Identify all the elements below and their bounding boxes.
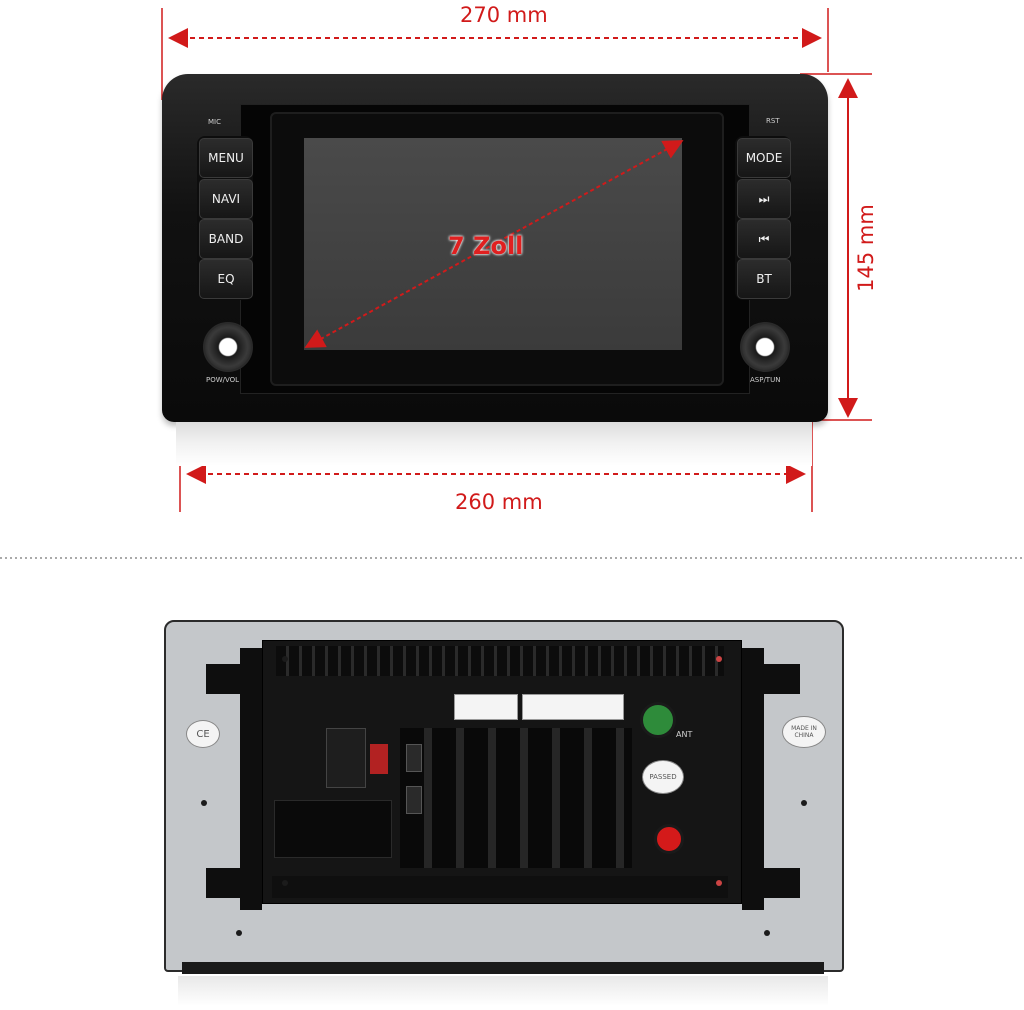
screw [801,800,807,806]
diagonal-label: 7 Zoll [448,232,524,260]
right-bracket [742,648,764,910]
screw [282,656,288,662]
reset-hole[interactable] [757,118,762,123]
eq-button[interactable]: EQ [199,259,253,299]
screw [716,656,722,662]
ce-badge: CE [186,720,220,748]
bezel-reflection [176,422,812,466]
passed-sticker: PASSED [642,760,684,794]
power-connector[interactable] [654,824,684,854]
band-button[interactable]: BAND [199,219,253,259]
bottom-width-label: 260 mm [455,490,543,514]
rst-label: RST [766,117,780,125]
mic-hole [227,119,232,124]
top-width-label: 270 mm [460,3,548,27]
diagonal-line [304,140,684,348]
port-slot-2[interactable] [406,786,422,814]
asp-tune-knob[interactable] [740,322,790,372]
screw [236,930,242,936]
asp-tun-label: ASP/TUN [750,376,781,384]
bt-button[interactable]: BT [737,259,791,299]
next-track-button[interactable]: ⏭ [737,179,791,219]
mic-label: MIC [208,118,221,126]
screw [716,880,722,886]
made-in-china-badge: MADE IN CHINA [782,716,826,748]
pow-vol-label: POW/VOL [206,376,240,384]
right-bracket-bottom-tab [742,868,800,898]
back-reflection [178,976,828,1006]
ant-label: ANT [676,730,693,739]
port-slot-1[interactable] [406,744,422,772]
mode-button[interactable]: MODE [737,138,791,178]
usb-block[interactable] [326,728,366,788]
chassis-bottom-bar [272,876,728,898]
navi-button[interactable]: NAVI [199,179,253,219]
connector-2[interactable] [522,694,624,720]
right-bracket-top-tab [742,664,800,694]
back-plate-bottom [182,962,824,974]
left-bracket-bottom-tab [206,868,262,898]
rear-cover-block [274,800,392,858]
screw [764,930,770,936]
screw [282,880,288,886]
heatsink-ribs [276,646,724,676]
heatsink-fins [400,728,632,868]
power-volume-knob[interactable] [203,322,253,372]
left-bracket-top-tab [206,664,262,694]
gps-antenna-port[interactable] [640,702,676,738]
menu-button[interactable]: MENU [199,138,253,178]
screw [201,800,207,806]
left-bracket [240,648,262,910]
prev-track-button[interactable]: ⏮ [737,219,791,259]
connector-1[interactable] [454,694,518,720]
red-connector[interactable] [370,744,388,774]
